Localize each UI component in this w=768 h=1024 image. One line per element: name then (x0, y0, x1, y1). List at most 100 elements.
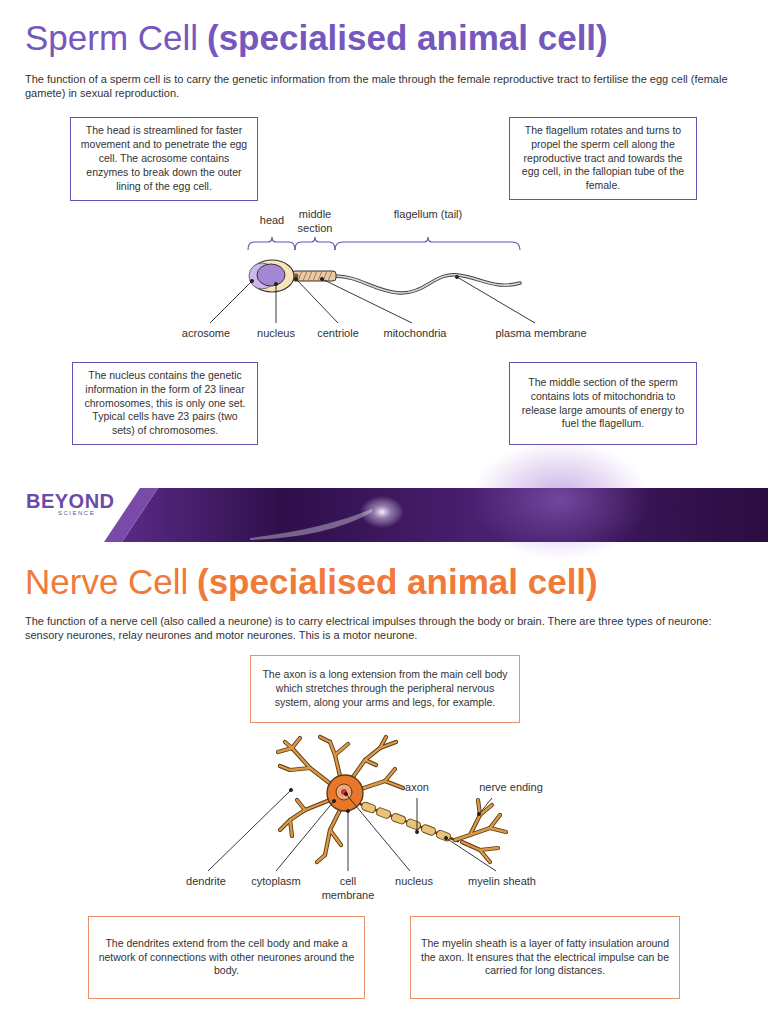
myelin-segment (391, 813, 407, 825)
callout-content: The nucleus contains the genetic informa… (81, 369, 249, 438)
neuron-nucleus (336, 784, 352, 800)
intro-text: The function of a sperm cell is to carry… (25, 73, 745, 101)
leader-dot (444, 836, 447, 839)
cell-body (327, 775, 363, 811)
myelin-segment (421, 824, 437, 836)
dendrite-branch (335, 744, 348, 755)
myelin-segments (361, 801, 452, 842)
callout-text: The nucleus contains the genetic informa… (81, 369, 249, 438)
dendrite-branch (361, 769, 395, 789)
dendrite-branch (353, 742, 396, 777)
myelin-segment (406, 818, 422, 830)
dendrite-branch (320, 737, 330, 742)
leader-dot (332, 799, 335, 802)
nucleolus (341, 789, 347, 795)
callout-box: The axon is a long extension from the ma… (250, 655, 520, 723)
part-label: head (260, 214, 284, 228)
part-label: myelin sheath (468, 875, 536, 889)
section-subheading: (specialised animal cell) (207, 17, 608, 59)
part-label: nucleus (395, 875, 433, 889)
tail-outline (335, 275, 520, 293)
logo-subtext: SCIENCE (58, 510, 95, 518)
dendrite-branch (365, 760, 376, 765)
dendrite-branch (280, 766, 310, 770)
neuron-leaders (208, 788, 496, 871)
callout-text: The flagellum rotates and turns to prope… (518, 124, 688, 193)
part-label: flagellum (tail) (393, 208, 463, 222)
dendrite-branch (325, 810, 340, 855)
dendrite-branch (330, 742, 340, 776)
callout-content: The head is streamlined for faster movem… (79, 124, 249, 193)
middle-brace (295, 237, 335, 250)
myelin-segment (361, 801, 377, 813)
part-label: nerve ending (479, 781, 543, 795)
part-label: cell membrane (318, 875, 378, 903)
midpiece (292, 271, 336, 281)
leader-line (348, 811, 349, 871)
dendrite-branch (330, 830, 341, 845)
callout-text: The head is streamlined for faster movem… (79, 124, 249, 193)
nerve-ending-branch (490, 828, 506, 832)
part-label: axon (405, 781, 429, 795)
dendrite-branch (290, 820, 292, 836)
dendrite-branch (292, 738, 300, 748)
nerve-ending-branch (480, 848, 498, 850)
dendrite-branch (380, 737, 386, 748)
dendrite-branch (317, 855, 325, 862)
sperm-head (250, 260, 294, 292)
leader-line (479, 798, 492, 814)
part-label: middle section (291, 208, 339, 236)
stripe (328, 271, 332, 281)
part-label: plasma membrane (495, 327, 586, 341)
leader-dot (274, 282, 277, 285)
part-label: cytoplasm (251, 875, 301, 889)
dendrite-branch (278, 748, 292, 752)
head-brace (248, 237, 295, 250)
callout-box: The myelin sheath is a layer of fatty in… (410, 916, 680, 999)
leader-dot (477, 812, 480, 815)
nerve-ending-outlines (455, 800, 506, 862)
leader-dot (415, 830, 418, 833)
section-subheading: (specialised animal cell) (197, 561, 598, 603)
callout-box: The head is streamlined for faster movem… (70, 117, 258, 201)
nerve-ending-branch (462, 842, 490, 862)
part-label: centriole (317, 327, 359, 341)
leader-dot (294, 277, 297, 280)
dendrites (278, 737, 403, 862)
nerve-ending (455, 800, 506, 862)
banner-orb (470, 440, 650, 560)
sperm-leaders (210, 275, 535, 323)
callout-text: The middle section of the sperm contains… (518, 376, 688, 431)
myelin-segment (376, 807, 392, 819)
part-label: acrosome (182, 327, 230, 341)
leader-line (446, 838, 496, 871)
callout-box: The flagellum rotates and turns to prope… (509, 117, 697, 200)
callout-content: The middle section of the sperm contains… (518, 376, 688, 431)
leader-dot (455, 275, 458, 278)
stripe (298, 271, 302, 281)
sperm-illustration (249, 260, 520, 293)
callout-content: The flagellum rotates and turns to prope… (518, 124, 688, 193)
leader-dot (250, 279, 253, 282)
banner-band (122, 488, 768, 542)
leader-line (208, 790, 291, 871)
section-heading: Sperm Cell (25, 17, 198, 59)
callout-text: The dendrites extend from the cell body … (97, 937, 356, 979)
mitochondria-stripes (298, 271, 332, 281)
banner-streak (250, 509, 372, 540)
leader-line (276, 801, 334, 871)
intro-text: The function of a nerve cell (also calle… (25, 615, 745, 643)
dendrite-branch (325, 810, 340, 855)
leader-line (457, 277, 535, 323)
callout-box: The dendrites extend from the cell body … (88, 916, 365, 999)
stripe (303, 271, 307, 281)
part-label: dendrite (186, 875, 226, 889)
dendrite-branch (278, 748, 292, 752)
part-label: mitochondria (384, 327, 447, 341)
leader-dot (344, 792, 347, 795)
callout-text: The myelin sheath is a layer of fatty in… (419, 937, 671, 979)
dendrite-branch (320, 737, 330, 742)
callout-text: The axon is a long extension from the ma… (259, 668, 511, 710)
dendrite-branch (330, 742, 340, 776)
dendrite-branch (297, 800, 305, 810)
